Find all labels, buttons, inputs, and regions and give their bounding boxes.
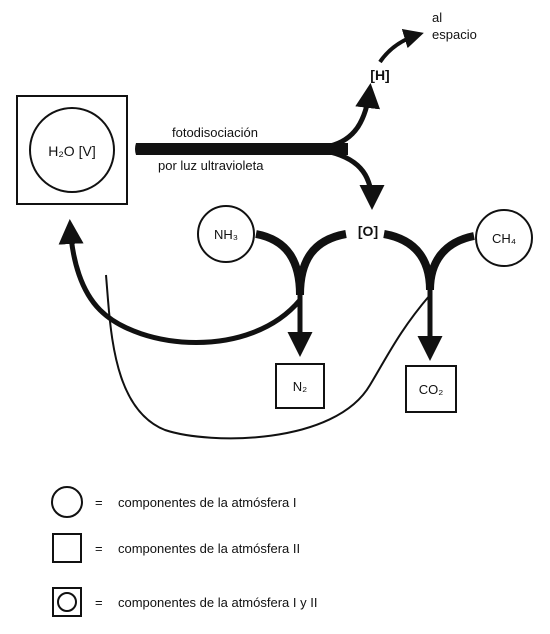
water-node: H₂O [V] [16,95,128,205]
legend-text-1: componentes de la atmósfera I [118,495,297,510]
legend-equals-3: = [95,595,103,610]
carbon-dioxide-node: CO₂ [405,365,457,413]
space-label-line2: espacio [432,27,477,42]
water-label: H₂O [V] [48,143,95,159]
legend-item-square-circle: = componentes de la atmósfera I y II [52,587,317,617]
legend-equals-2: = [95,541,103,556]
ammonia-label: NH₃ [214,227,238,242]
carbon-dioxide-box [405,365,457,413]
methane-label: CH₄ [492,231,516,246]
ammonia-node: NH₃ [197,205,255,263]
carbon-dioxide-label: CO₂ [419,382,444,397]
photodissociation-band [135,143,348,155]
process-label-line1: fotodisociación [172,125,258,140]
legend-item-circle: = componentes de la atmósfera I [51,486,297,518]
legend-square-icon [52,533,82,563]
hydrogen-label: [H] [370,67,389,83]
oxygen-right-arc [383,230,434,291]
legend-circle-icon [51,486,83,518]
methane-circle [475,209,533,267]
legend-equals-1: = [95,495,103,510]
arrow-to-space [378,29,424,64]
nitrogen-node: N₂ [275,363,325,409]
arrow-to-oxygen [329,149,385,210]
ammonia-reaction-arc [255,230,304,296]
legend-text-3: componentes de la atmósfera I y II [118,595,317,610]
legend-text-2: componentes de la atmósfera II [118,541,300,556]
oxygen-left-arc [296,230,347,296]
methane-reaction-arc [426,232,475,291]
space-label-line1: al [432,10,442,25]
arrow-to-hydrogen [329,83,381,149]
nitrogen-box [275,363,325,409]
ammonia-circle [197,205,255,263]
legend: = componentes de la atmósfera I = compon… [51,486,317,617]
oxygen-label: [O] [358,223,378,239]
nitrogen-label: N₂ [293,379,307,394]
water-circle [29,107,115,193]
return-arrow-from-nitrogen-branch [58,219,302,345]
legend-item-square: = componentes de la atmósfera II [52,533,300,563]
legend-inner-circle-icon [57,592,77,612]
return-line-from-carbon-branch [105,274,431,440]
process-label-line2: por luz ultravioleta [158,158,264,173]
methane-node: CH₄ [475,209,533,267]
